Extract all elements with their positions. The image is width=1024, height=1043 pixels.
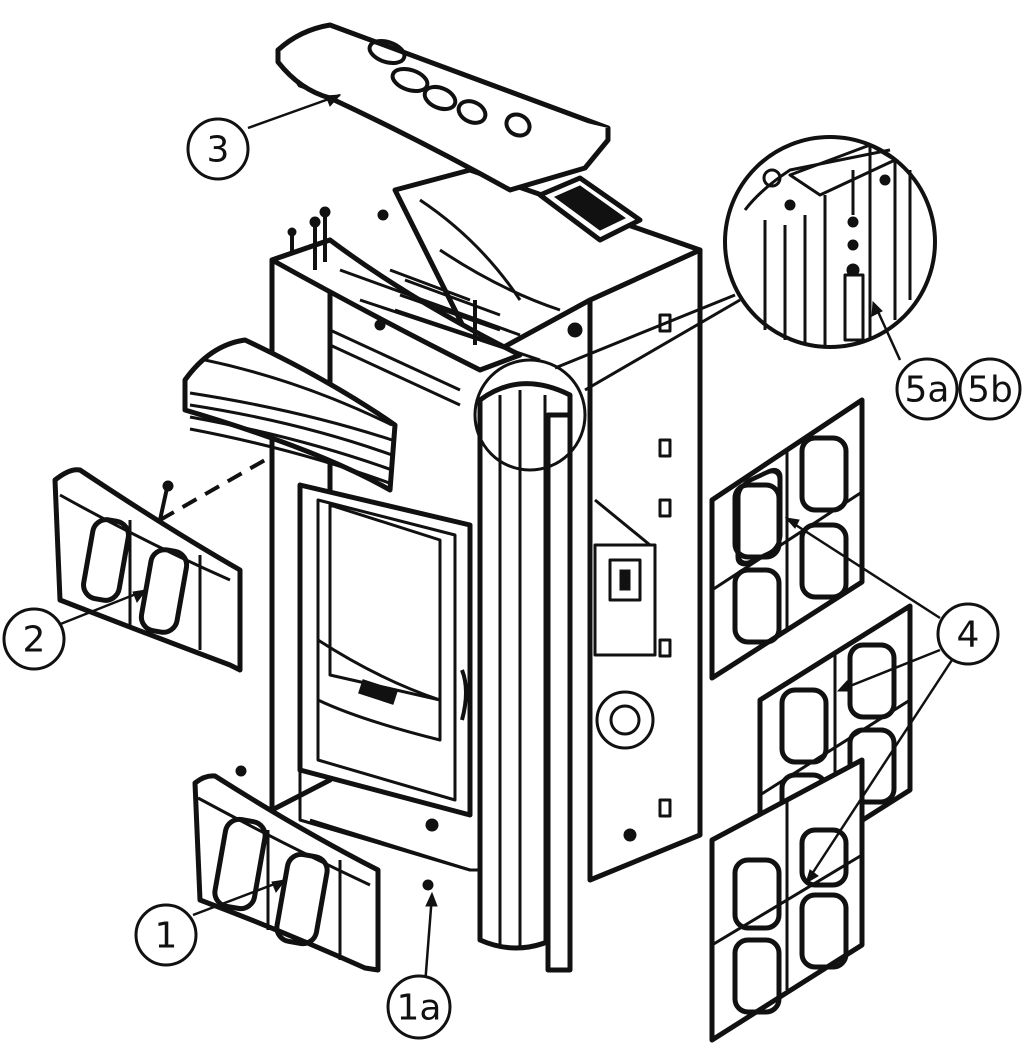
callout-5b: 5b <box>958 357 1022 421</box>
upper-front-panel-part-2 <box>52 467 243 673</box>
callout-4-label: 4 <box>957 615 980 656</box>
callout-5a-label: 5a <box>905 370 950 411</box>
lower-front-panel-part-1 <box>192 773 381 973</box>
callout-3-label: 3 <box>207 130 230 171</box>
callout-1: 1 <box>134 903 198 967</box>
front-grille <box>182 337 398 493</box>
leader-lines <box>57 93 954 986</box>
side-panel-bottom <box>709 757 865 1043</box>
callout-2-label: 2 <box>23 620 46 661</box>
side-panel-top-windows <box>732 435 849 645</box>
top-cover-part-3 <box>275 22 611 193</box>
callout-4: 4 <box>936 602 1000 666</box>
callout-2: 2 <box>2 607 66 671</box>
callout-5a: 5a <box>895 357 959 421</box>
detail-magnifier <box>473 135 937 472</box>
assembly-guide-line <box>159 458 266 522</box>
callout-5b-label: 5b <box>967 370 1013 411</box>
callout-1-label: 1 <box>155 916 178 957</box>
callout-3: 3 <box>186 117 250 181</box>
callout-1a: 1a <box>386 974 452 1040</box>
callout-1a-label: 1a <box>397 988 442 1029</box>
